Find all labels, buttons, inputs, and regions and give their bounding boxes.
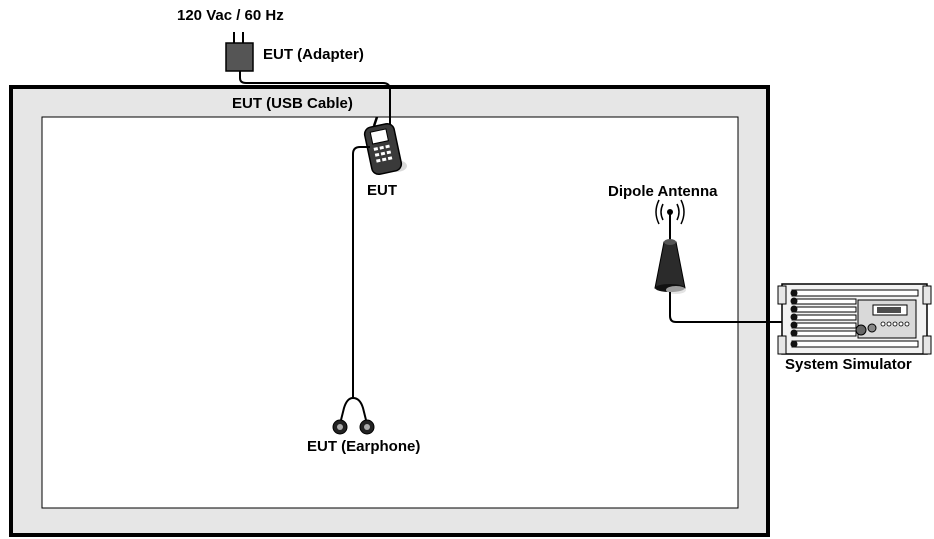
earphone-icon	[332, 419, 375, 435]
earphone-split	[340, 397, 367, 421]
antenna-cable	[669, 292, 790, 323]
power-adapter-icon	[225, 32, 254, 72]
adapter-cable	[239, 71, 391, 130]
mobile-phone-icon	[363, 116, 407, 176]
dipole-antenna-label: Dipole Antenna	[608, 183, 718, 200]
earphone-cable	[352, 146, 370, 398]
chamber-inner	[41, 116, 739, 509]
dipole-antenna-icon	[654, 199, 686, 294]
power-source-label: 120 Vac / 60 Hz	[177, 7, 284, 24]
adapter-label: EUT (Adapter)	[263, 46, 364, 63]
eut-label: EUT	[367, 182, 397, 199]
earphone-label: EUT (Earphone)	[307, 438, 421, 455]
rack-simulator-icon	[777, 283, 932, 355]
system-simulator-label: System Simulator	[785, 356, 912, 373]
usb-cable-label: EUT (USB Cable)	[232, 95, 353, 112]
